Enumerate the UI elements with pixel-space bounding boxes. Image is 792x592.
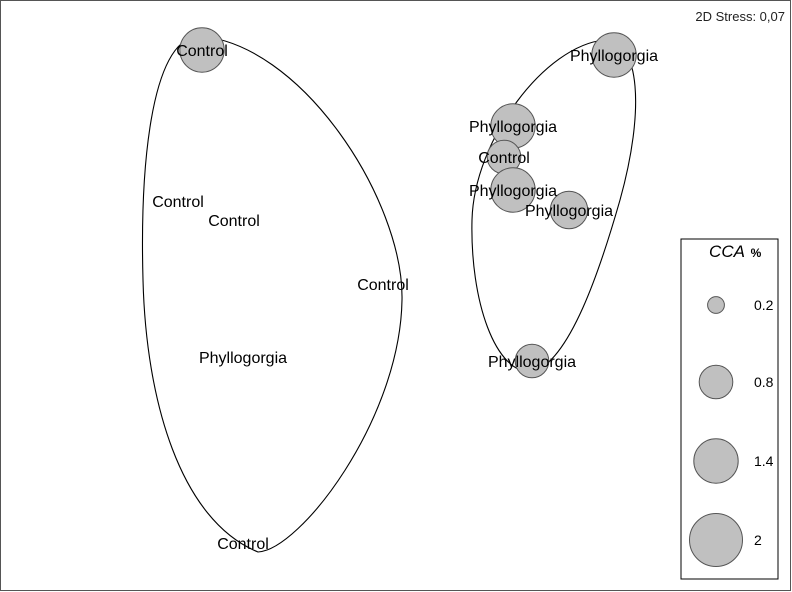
data-bubble: [549, 190, 589, 230]
legend-value-label: 2: [754, 532, 762, 548]
legend-bubble: [693, 438, 739, 484]
bubble-layer: [179, 27, 637, 379]
point-label: Phyllogorgia: [469, 183, 557, 200]
point-label: Phyllogorgia: [469, 119, 557, 136]
legend-bubble: [698, 364, 734, 400]
data-bubble: [591, 32, 637, 78]
legend-value-label: 0.2: [754, 297, 774, 313]
point-label: Phyllogorgia: [488, 354, 576, 371]
point-label: Control: [176, 43, 228, 60]
point-label: Control: [217, 536, 269, 553]
legend-bubble: [689, 513, 743, 567]
data-bubble: [179, 27, 225, 73]
data-bubble: [490, 167, 536, 213]
point-label: Phyllogorgia: [570, 48, 658, 65]
legend-value-label: 1.4: [754, 453, 774, 469]
point-label-layer: ControlControlControlControlPhyllogorgia…: [152, 43, 658, 553]
legend: CCA % 0.2 0.8 1.4 2: [680, 238, 779, 580]
legend-items: 0.2 0.8 1.4 2: [689, 296, 774, 567]
data-bubble: [514, 343, 550, 379]
point-label: Control: [357, 277, 409, 294]
legend-bubble: [707, 296, 725, 314]
point-label: Phyllogorgia: [525, 203, 613, 220]
group-ellipse-left: [141, 35, 403, 553]
legend-unit: %: [751, 246, 762, 260]
point-label: Control: [478, 150, 530, 167]
legend-value-label: 0.8: [754, 374, 774, 390]
stress-label: 2D Stress: 0,07: [695, 9, 785, 24]
point-label: Control: [208, 213, 260, 230]
legend-title: CCA: [709, 242, 745, 261]
point-label: Control: [152, 194, 204, 211]
point-label: Phyllogorgia: [199, 350, 287, 367]
